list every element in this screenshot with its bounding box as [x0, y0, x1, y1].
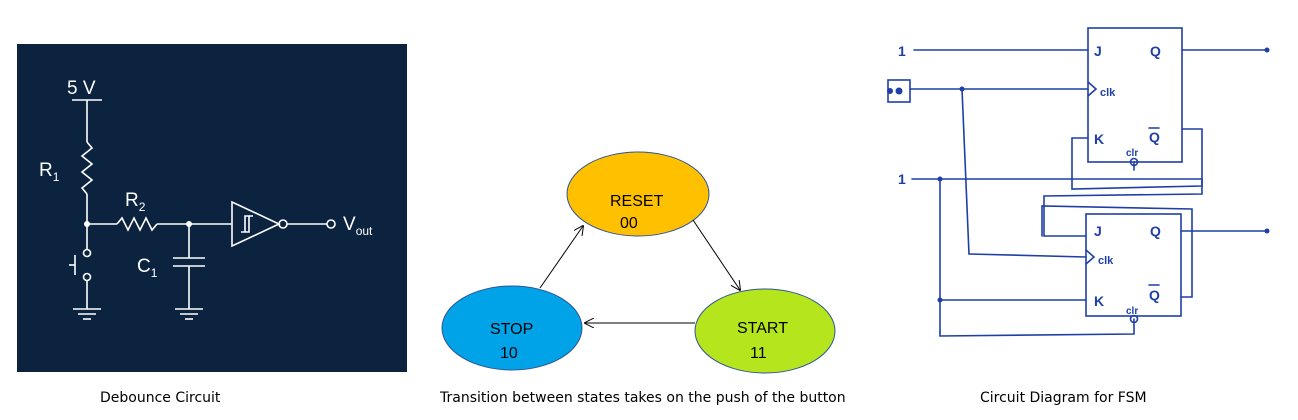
- ff2-k-label: K: [1094, 293, 1104, 309]
- fsm-circuit: 1 1 J clk K clr Q Q J clk K clr Q Q: [887, 27, 1270, 337]
- r2-label: R2: [125, 190, 146, 214]
- state-start: [694, 288, 836, 374]
- output-terminal: [326, 219, 336, 229]
- wire-clk2: [968, 253, 1087, 258]
- ff1-qbar-label: Q: [1149, 129, 1160, 145]
- circuit-caption: Circuit Diagram for FSM: [980, 390, 1147, 406]
- ff2-j-label: J: [1094, 223, 1102, 239]
- state-start-code: 11: [750, 345, 767, 362]
- resistor-r2: [116, 216, 158, 232]
- switch-contact: [82, 248, 92, 258]
- schmitt-trigger: [231, 200, 281, 248]
- c1-label: C1: [137, 256, 158, 280]
- state-diagram: RESET 00 START 11 STOP 10: [441, 151, 836, 374]
- transition-stop-to-reset: [539, 226, 583, 289]
- clr2-bubble: [1129, 314, 1139, 324]
- junction-dot: [959, 86, 965, 92]
- state-reset-name: RESET: [610, 193, 664, 210]
- ff1-clk-label: clk: [1100, 87, 1116, 99]
- button-dot: [887, 88, 893, 94]
- debounce-caption: Debounce Circuit: [100, 390, 221, 406]
- ff1-k-label: K: [1094, 131, 1104, 147]
- ff2-qbar-label: Q: [1149, 287, 1160, 303]
- state-start-name: START: [737, 320, 788, 337]
- transition-reset-to-start: [692, 219, 740, 290]
- debounce-circuit-panel: 5 V R1 R2 C1 Vout: [17, 44, 407, 372]
- ff1-j-label: J: [1094, 43, 1102, 59]
- state-stop: [441, 285, 583, 371]
- hysteresis-symbol: [241, 215, 253, 233]
- output-dot-q1: [1264, 47, 1270, 53]
- state-stop-name: STOP: [490, 321, 533, 338]
- wire-one-loop: [1043, 178, 1203, 237]
- state-reset-code: 00: [620, 215, 638, 232]
- input-one-mid: 1: [898, 171, 906, 187]
- ff1-clr-label: clr: [1126, 148, 1138, 159]
- switch-contact: [82, 272, 92, 282]
- clr1-bubble: [1129, 157, 1139, 167]
- state-diagram-caption: Transition between states takes on the p…: [440, 390, 846, 406]
- wire-clk-branch: [961, 88, 970, 255]
- state-reset: [566, 151, 710, 237]
- state-stop-code: 10: [500, 345, 518, 362]
- button-center: [895, 87, 903, 95]
- debounce-schematic: 5 V R1 R2 C1 Vout: [39, 78, 373, 320]
- ff2-clr-label: clr: [1126, 306, 1138, 317]
- vout-label: Vout: [343, 214, 373, 238]
- clk1-triangle: [1087, 81, 1098, 97]
- wire-q2bar-feedback: [1041, 205, 1193, 298]
- junction-dot: [186, 221, 192, 227]
- supply-label: 5 V: [67, 78, 96, 99]
- junction-dot: [937, 297, 943, 303]
- junction-dot: [937, 176, 943, 182]
- output-dot-q2: [1264, 228, 1270, 234]
- input-one-top: 1: [898, 43, 906, 59]
- ff2-q-label: Q: [1150, 223, 1161, 239]
- fsm-circuit-panel: 1 1 J clk K clr Q Q J clk K clr Q Q: [862, 14, 1292, 374]
- wire-clr2: [939, 318, 1135, 337]
- r1-label: R1: [39, 160, 60, 184]
- clk2-triangle: [1085, 249, 1096, 265]
- junction-dot: [84, 221, 90, 227]
- state-diagram-panel: RESET 00 START 11 STOP 10: [430, 140, 850, 380]
- ff2-clk-label: clk: [1098, 255, 1114, 267]
- ff1-q-label: Q: [1150, 43, 1161, 59]
- resistor-r1: [80, 141, 94, 195]
